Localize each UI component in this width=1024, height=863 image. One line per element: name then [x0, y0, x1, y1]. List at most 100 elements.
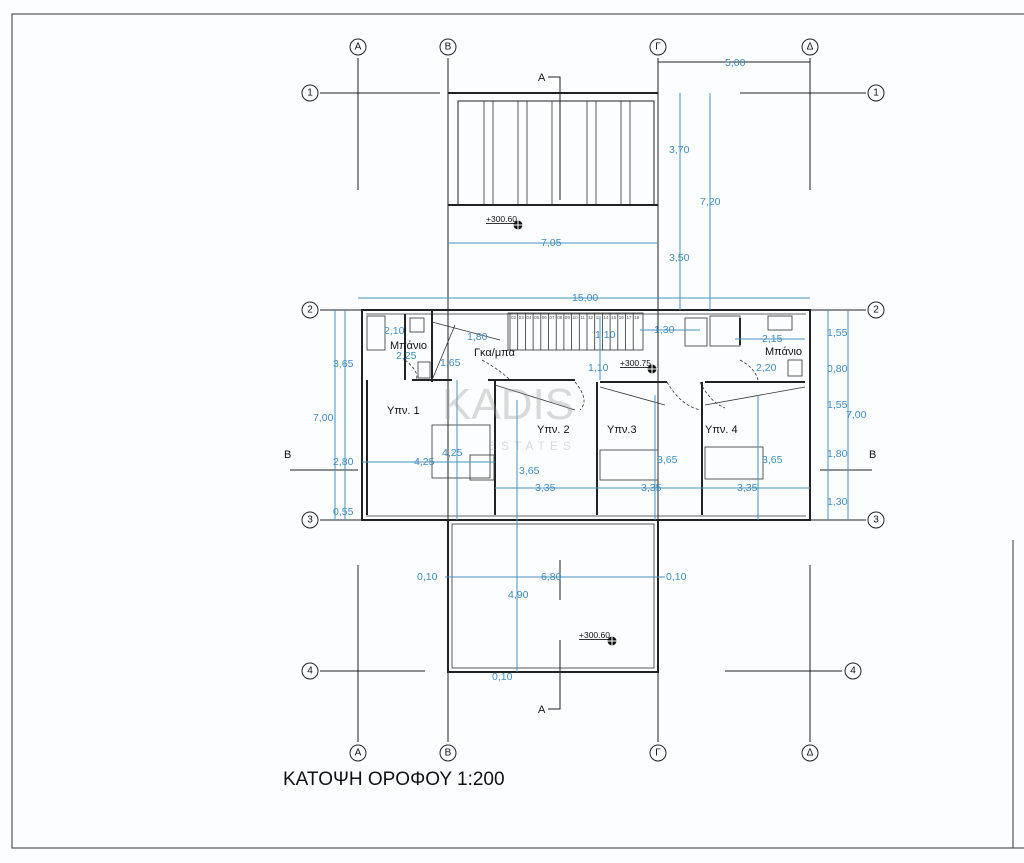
- dimension-label: 1,65: [440, 357, 461, 369]
- dimension-label: 0,80: [827, 363, 848, 375]
- watermark-subtext: ESTATES: [488, 439, 576, 453]
- dimension-label: 2,80: [333, 456, 354, 468]
- grid-row-label: 4: [850, 666, 856, 677]
- dimension-label: 2,20: [756, 362, 777, 374]
- sheet-frame: [11, 13, 1024, 849]
- lower-balcony: [447, 519, 659, 673]
- grid-row-label: 1: [307, 88, 313, 99]
- stair-step-number: 02: [511, 315, 517, 320]
- dimension-label: 0,10: [492, 671, 513, 683]
- dimension-label: 3,50: [669, 252, 690, 264]
- grid-column-label: Δ: [807, 748, 814, 759]
- dimension-label: 7,20: [700, 196, 721, 208]
- grid-bubble: [649, 744, 667, 762]
- dimension-label: 6,80: [541, 571, 562, 583]
- stair-step-number: 17: [627, 315, 633, 320]
- main-floor-walls: [361, 309, 811, 521]
- room-label-storage: Γκα/μπα: [474, 347, 516, 359]
- dimension-label: 1,30: [827, 496, 848, 508]
- elevation-label: +300.75: [620, 358, 651, 368]
- section-lines: [290, 76, 872, 710]
- grid-column-label: Β: [445, 748, 452, 759]
- dimension-label: 4,25: [442, 447, 463, 459]
- grid-bubble: [867, 511, 885, 529]
- dimension-label: 1,80: [827, 448, 848, 460]
- section-a-top-label: A: [538, 72, 546, 84]
- grid-column-label: Γ: [655, 748, 661, 759]
- stair-step-number: 09: [565, 315, 571, 320]
- elevation-crosshair-icon: [606, 635, 618, 647]
- dimension-label: 1,10: [595, 329, 616, 341]
- dimension-label: 3,65: [657, 454, 678, 466]
- dimension-label: 0,10: [417, 571, 438, 583]
- dimension-label: 3,35: [737, 482, 758, 494]
- grid-bubble: [301, 511, 319, 529]
- grid-bubble: [649, 38, 667, 56]
- grid-bubble: [844, 662, 862, 680]
- elevation-crosshair-icon: [512, 219, 524, 231]
- dimension-label: 0,10: [666, 571, 687, 583]
- stair-step-number: 11: [580, 315, 585, 320]
- stair-step-number: 04: [526, 315, 532, 320]
- dimension-label: 3,35: [535, 482, 556, 494]
- grid-bubble: [301, 662, 319, 680]
- grid-bubble: [801, 38, 819, 56]
- stair-step-number: 08: [557, 315, 563, 320]
- grid-column-label: Β: [445, 42, 452, 53]
- dimension-label: 3,65: [519, 465, 540, 477]
- stair-step-number: 13: [596, 315, 602, 320]
- dimension-label: 2,15: [762, 333, 783, 345]
- elevation-crosshair-icon: [646, 363, 658, 375]
- stair-step-number: 10: [573, 315, 579, 320]
- stair-step-number: 18: [634, 315, 640, 320]
- dimension-label: 1,10: [588, 362, 609, 374]
- section-b-right-label: B: [869, 449, 876, 461]
- stair-step-number: 12: [588, 315, 594, 320]
- top-balcony: [448, 92, 658, 206]
- dimension-label: 1,55: [827, 399, 848, 411]
- room-label-bedroom-1: Υπν. 1: [387, 405, 420, 417]
- stair-step-number: 03: [519, 315, 525, 320]
- dimension-label: 1,55: [827, 327, 848, 339]
- stair-step-number: 05: [534, 315, 540, 320]
- dimension-lines: [334, 61, 849, 672]
- dimension-label: 4,25: [414, 456, 435, 468]
- stair-step-number: 07: [550, 315, 556, 320]
- stair-step-number: 15: [611, 315, 617, 320]
- dimension-label: 4,90: [508, 589, 529, 601]
- drawing-title: ΚΑΤΟΨΗ ΟΡΟΦΟΥ 1:200: [283, 769, 505, 790]
- dimension-label: 5,00: [725, 57, 746, 69]
- room-label-bedroom-4: Υπν. 4: [705, 424, 738, 436]
- elevation-label: +300.60: [486, 214, 517, 224]
- dimension-label: 3,70: [669, 144, 690, 156]
- grid-row-label: 3: [307, 515, 313, 526]
- dimension-label: 2,25: [396, 350, 417, 362]
- section-a-bottom-label: A: [538, 704, 546, 716]
- grid-row-label: 1: [873, 88, 879, 99]
- grid-bubble: [349, 38, 367, 56]
- section-b-left-label: B: [284, 449, 291, 461]
- grid-bubble: [801, 744, 819, 762]
- dimension-label: 3,35: [641, 482, 662, 494]
- grid-bubble: [867, 84, 885, 102]
- room-label-bedroom-3: Υπν.3: [607, 424, 637, 436]
- grid-bubble: [301, 84, 319, 102]
- dimension-label: 1,80: [467, 331, 488, 343]
- dimension-label: 2,10: [384, 325, 405, 337]
- grid-column-label: Α: [355, 748, 362, 759]
- elevation-markers: +300.60+300.75+300.60: [486, 214, 658, 647]
- dimension-label: 0,55: [333, 506, 354, 518]
- grid-column-label: Α: [355, 42, 362, 53]
- room-label-bathroom-1: Μπάνιο: [390, 340, 427, 352]
- watermark-logo: KADIS: [442, 380, 574, 429]
- grid-row-label: 2: [873, 305, 879, 316]
- dimension-label: 1,30: [654, 324, 675, 336]
- grid-bubble: [349, 744, 367, 762]
- grid-bubble: [439, 744, 457, 762]
- dimension-label: 7,00: [313, 412, 334, 424]
